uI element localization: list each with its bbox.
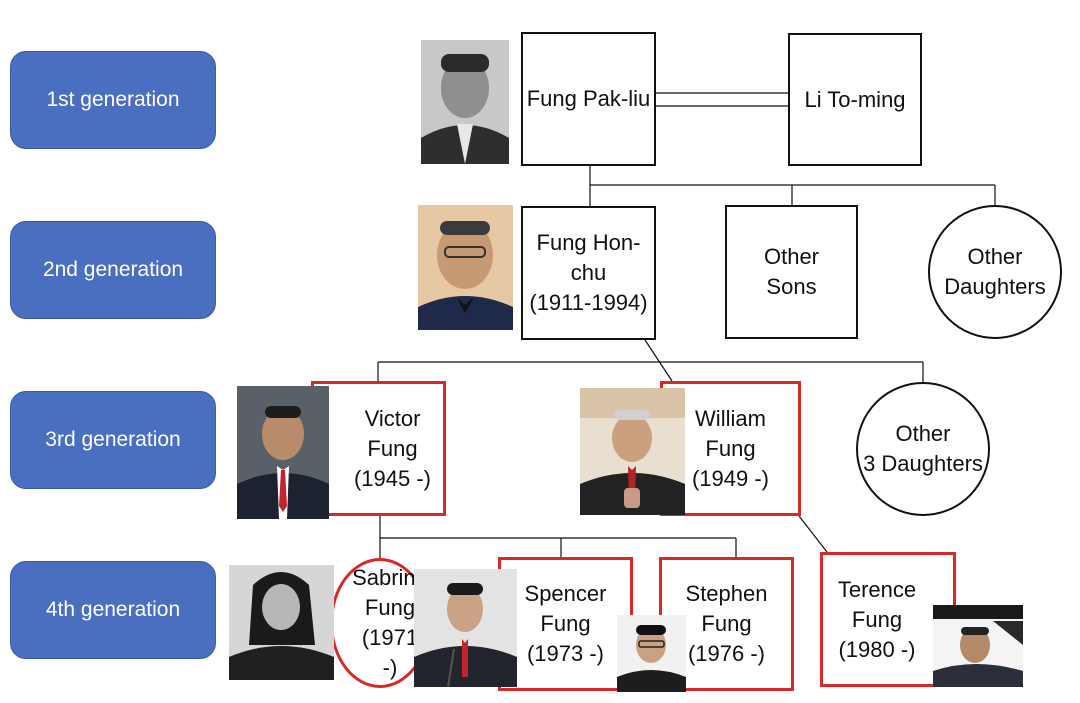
fung-hon-chu-box: Fung Hon- chu (1911-1994) [521, 206, 656, 340]
li-to-ming-box: Li To-ming [788, 33, 922, 166]
spencer-fung-box: Spencer Fung (1973 -) [498, 557, 633, 691]
other-daughters-circle: Other Daughters [928, 205, 1062, 339]
generation-label-3: 3rd generation [10, 391, 216, 489]
generation-label-4: 4th generation [10, 561, 216, 659]
spencer-fung-label: Spencer Fung (1973 -) [524, 581, 607, 666]
other-3-daughters-circle: Other 3 Daughters [856, 382, 990, 516]
other-3-daughters-label: Other 3 Daughters [863, 421, 983, 476]
william-fung-label: William Fung (1949 -) [691, 405, 770, 491]
generation-label-2: 2nd generation [10, 221, 216, 319]
other-sons-box: Other Sons [725, 205, 858, 339]
victor-fung-label: Victor Fung (1945 -) [353, 405, 432, 491]
victor-fung-box: Victor Fung (1945 -) [311, 381, 446, 516]
fung-hon-chu-photo [418, 205, 513, 330]
stephen-fung-photo [617, 615, 686, 692]
stephen-fung-label: Stephen Fung (1976 -) [685, 581, 768, 666]
other-daughters-label: Other Daughters [944, 244, 1046, 299]
fung-pak-liu-photo [421, 40, 509, 164]
fung-pak-liu-box: Fung Pak-liu [521, 32, 656, 166]
terence-fung-photo [933, 605, 1023, 687]
fung-hon-chu-label: Fung Hon- chu (1911-1994) [529, 230, 648, 315]
victor-fung-photo [237, 386, 329, 519]
sabrina-fung-photo [229, 565, 334, 680]
terence-fung-label: Terence Fung (1980 -) [837, 576, 917, 662]
li-to-ming-label: Li To-ming [804, 86, 906, 112]
spencer-fung-photo [414, 569, 517, 687]
william-fung-photo [580, 388, 685, 515]
generation-label-1: 1st generation [10, 51, 216, 149]
fung-pak-liu-label: Fung Pak-liu [526, 86, 651, 111]
other-sons-label: Other Sons [763, 244, 820, 299]
